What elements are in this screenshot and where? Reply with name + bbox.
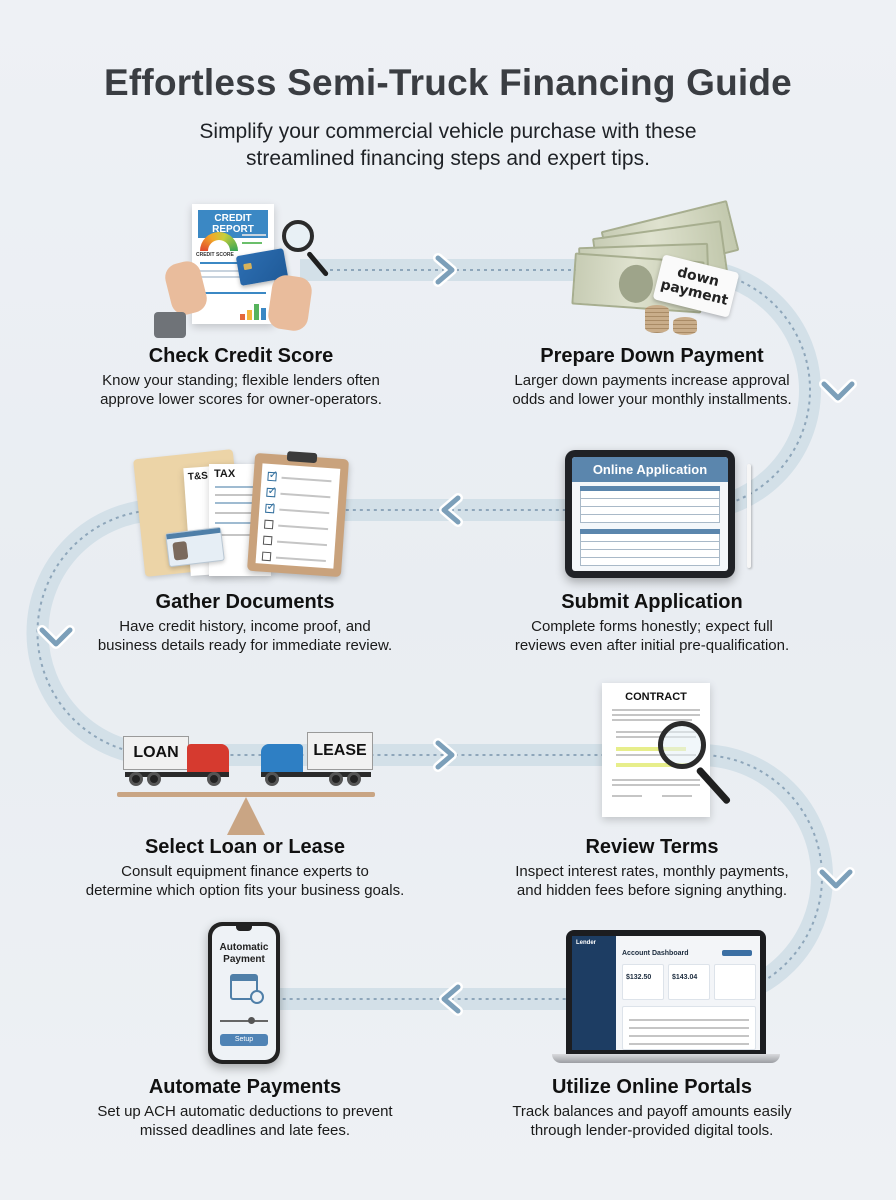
chevron-down-icon [819, 869, 853, 889]
step-title: Select Loan or Lease [144, 836, 346, 858]
seesaw-fulcrum [227, 797, 265, 835]
step-description: Complete forms honestly; expect full rev… [514, 618, 790, 654]
step-gather-documents: Gather Documents Have credit history, in… [45, 589, 445, 655]
loan-lease-illustration: LOAN LEASE [115, 730, 385, 835]
clipboard-checklist-icon [246, 451, 350, 578]
blue-truck-cab [261, 744, 303, 776]
laptop-icon: Lender Account Dashboard $132.50 $143.04 [566, 930, 766, 1054]
step-submit-application: Submit Application Complete forms honest… [452, 589, 852, 655]
step-check-credit-score: Check Credit Score Know your standing; f… [41, 343, 441, 409]
subtitle-line-2: streamlined financing steps and expert t… [246, 147, 650, 170]
step-title: Utilize Online Portals [551, 1076, 753, 1098]
seesaw-plank [117, 792, 375, 797]
id-card-icon [165, 526, 225, 568]
step-title: Prepare Down Payment [540, 345, 764, 367]
automatic-payment-illustration: Automatic Payment Setup [208, 922, 280, 1066]
chevron-down-icon [821, 381, 855, 401]
portal-sidebar: Lender [572, 936, 616, 1050]
lease-trailer: LEASE [307, 732, 373, 770]
credit-report-illustration: CREDIT REPORT CREDIT SCORE [150, 200, 340, 340]
stylus-icon [747, 464, 751, 568]
step-prepare-down-payment: Prepare Down Payment Larger down payment… [452, 343, 852, 409]
documents-illustration: T&S TAX [133, 440, 355, 580]
portal-amount-1: $132.50 [626, 974, 652, 981]
subtitle-line-1: Simplify your commercial vehicle purchas… [199, 120, 697, 143]
chevron-left-icon [441, 495, 461, 525]
step-utilize-online-portals: Utilize Online Portals Track balances an… [452, 1074, 852, 1140]
step-automate-payments: Automate Payments Set up ACH automatic d… [45, 1074, 445, 1140]
step-title: Check Credit Score [148, 345, 334, 367]
red-truck-cab [187, 744, 229, 776]
chevron-down-icon [39, 627, 73, 647]
step-title: Review Terms [585, 836, 719, 858]
smartphone-icon: Automatic Payment Setup [208, 922, 280, 1064]
credit-score-label: CREDIT SCORE [196, 252, 234, 258]
portal-brand: Lender [576, 940, 597, 946]
loan-trailer: LOAN [123, 736, 189, 770]
step-description: Inspect interest rates, monthly payments… [515, 863, 789, 899]
right-hand [266, 273, 314, 333]
step-description: Have credit history, income proof, and b… [97, 618, 393, 654]
down-payment-illustration: down payment [565, 200, 745, 340]
online-application-heading: Online Application [572, 457, 728, 482]
portal-heading: Account Dashboard [622, 950, 689, 957]
contract-review-illustration: CONTRACT [600, 683, 750, 823]
phone-heading: Automatic Payment [219, 942, 269, 965]
online-portal-illustration: Lender Account Dashboard $132.50 $143.04 [548, 930, 788, 1065]
step-description: Larger down payments increase approval o… [512, 372, 792, 408]
step-title: Submit Application [561, 591, 743, 613]
magnifying-glass-icon [658, 721, 706, 769]
bar-chart-icon [240, 300, 268, 320]
step-description: Consult equipment finance experts to det… [85, 863, 405, 899]
magnifying-glass-icon [282, 220, 314, 252]
setup-button: Setup [220, 1034, 268, 1046]
step-description: Track balances and payoff amounts easily… [512, 1103, 792, 1139]
coin-stack-icon [645, 305, 669, 333]
tablet-icon: Online Application [565, 450, 735, 578]
chevron-right-icon [435, 255, 455, 285]
chevron-left-icon [441, 984, 461, 1014]
credit-gauge-icon [200, 232, 238, 251]
page-subtitle: Simplify your commercial vehicle purchas… [0, 118, 896, 172]
step-review-terms: Review Terms Inspect interest rates, mon… [452, 834, 852, 900]
online-application-illustration: Online Application [565, 450, 760, 580]
step-title: Gather Documents [155, 591, 335, 613]
page-title: Effortless Semi-Truck Financing Guide [104, 62, 792, 103]
credit-report-document: CREDIT REPORT CREDIT SCORE [192, 204, 274, 324]
tax-form-code: T&S [187, 470, 209, 483]
contract-heading: CONTRACT [625, 691, 687, 703]
chevron-right-icon [435, 740, 455, 770]
portal-amount-2: $143.04 [672, 974, 698, 981]
calendar-clock-icon [230, 974, 264, 1004]
step-description: Set up ACH automatic deductions to preve… [97, 1103, 393, 1139]
step-description: Know your standing; flexible lenders oft… [100, 372, 382, 408]
step-select-loan-or-lease: Select Loan or Lease Consult equipment f… [45, 834, 445, 900]
step-title: Automate Payments [148, 1076, 342, 1098]
